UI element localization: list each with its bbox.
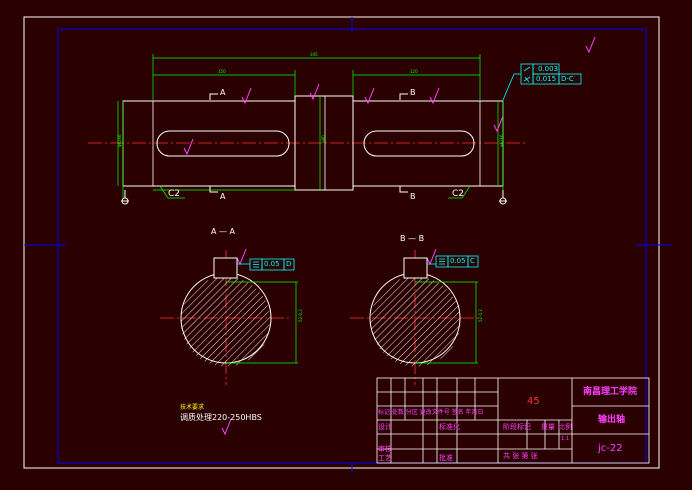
title-block-review: 审核: [378, 445, 392, 453]
material-label: 45: [527, 396, 540, 407]
inner-frame: [57, 28, 647, 464]
right-shaft-segment: [352, 100, 504, 187]
tech-notes-text: 调质处理220-250HBS: [180, 413, 262, 422]
left-shaft-segment: [122, 100, 296, 187]
section-aa-tol-value: 0.05: [264, 260, 280, 268]
title-block-grid: [376, 377, 650, 464]
outer-border: [23, 16, 660, 469]
keyway-right: [363, 130, 475, 157]
title-block-ratio: 比例: [558, 423, 572, 431]
keyway-left: [156, 130, 290, 157]
frame-center-marks: [24, 17, 672, 472]
parallel-tolerance-datum: D-C: [561, 75, 574, 83]
svg-text:φ80: φ80: [321, 135, 326, 143]
section-aa-title: A — A: [211, 227, 236, 236]
chamfer-right-label: C2: [452, 189, 465, 199]
datum-symbols: [121, 190, 507, 205]
svg-text:φ62k6: φ62k6: [499, 134, 504, 147]
school-name: 南昌理工学院: [583, 387, 638, 397]
section-a-label-top: A: [220, 88, 226, 97]
title-block-weight: 重量: [541, 423, 555, 431]
section-b-label-top: B: [410, 88, 416, 97]
section-bb-tol-value: 0.05: [450, 257, 466, 265]
section-bb-title: B — B: [400, 234, 425, 243]
dimension-lines: [117, 54, 504, 199]
section-b-label-bottom: B: [410, 192, 416, 201]
svg-text:φ62k6: φ62k6: [117, 134, 122, 147]
tolerance-frames: [502, 63, 582, 101]
section-a-label-bottom: A: [220, 192, 226, 201]
title-block-standardize: 标准化: [439, 423, 460, 431]
chamfer-left-label: C2: [168, 189, 181, 199]
parallel-tolerance-value: 0.015: [536, 75, 557, 83]
scale-value: 1:1: [561, 436, 570, 442]
svg-text:52-0.2: 52-0.2: [478, 309, 483, 322]
title-block-approve: 批准: [439, 454, 453, 462]
svg-text:120: 120: [410, 69, 418, 74]
runout-tolerance-value: 0.003: [538, 65, 559, 73]
section-bb-tol-datum: C: [470, 257, 475, 265]
title-block-header-row: 标记 处数 分区 更改文件号 签名 年月日: [378, 409, 484, 416]
title-block-process: 工艺: [378, 454, 392, 462]
shaft-main-view: 345 150 120 φ62k6 φ62k6 φ80: [88, 36, 596, 436]
section-aa-tol-datum: D: [286, 260, 292, 268]
svg-text:52-0.2: 52-0.2: [298, 309, 303, 322]
title-block-sheets: 共 张 第 张: [503, 452, 538, 460]
svg-text:345: 345: [310, 52, 318, 57]
section-aa: 52-0.2: [160, 250, 303, 385]
section-aa-hatch: [180, 258, 271, 367]
section-bb-hatch: [370, 258, 461, 367]
section-bb: 52-0.2: [350, 250, 483, 385]
tech-notes-heading: 技术要求: [180, 404, 205, 411]
part-name: 输出轴: [598, 415, 626, 425]
title-block-stage: 阶段标记: [503, 423, 531, 431]
drawing-number: jc-22: [598, 443, 623, 454]
title-block-design: 设计: [378, 423, 392, 431]
svg-text:150: 150: [218, 69, 226, 74]
